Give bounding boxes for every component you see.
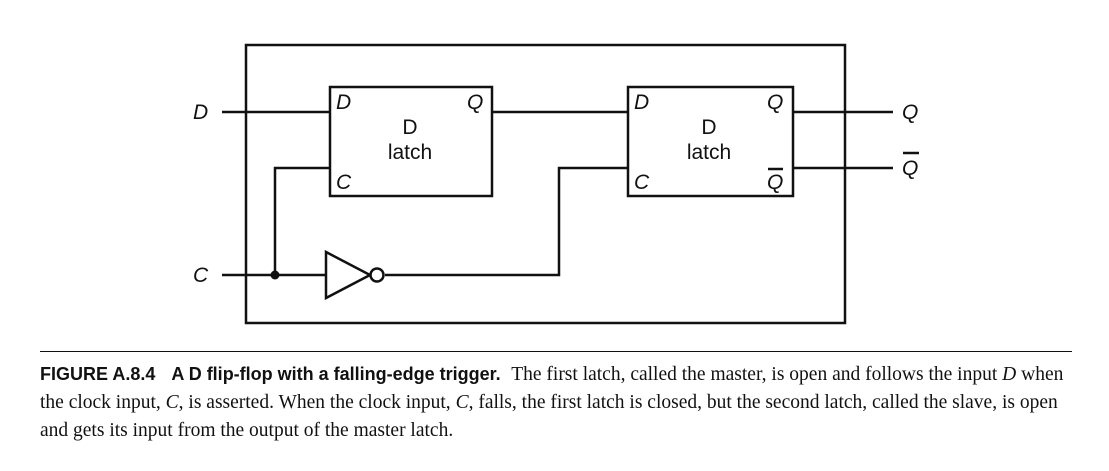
slave-pin-q: Q — [767, 91, 783, 114]
inverter-gate — [324, 249, 385, 301]
inverter-bubble — [369, 267, 385, 283]
master-pin-d: D — [336, 91, 351, 114]
slave-latch: D C Q Q D latch — [626, 85, 795, 198]
master-latch-name-2: latch — [388, 141, 432, 164]
caption-text-4: , falls, the first latch is closed, but … — [40, 392, 1058, 441]
figure-caption: FIGURE A.8.4 A D flip-flop with a falling… — [40, 360, 1080, 445]
slave-pin-d: D — [634, 91, 649, 114]
caption-text-3: , is asserted. When the clock input, — [178, 392, 456, 413]
clock-junction-dot — [270, 270, 280, 280]
slave-pin-c: C — [634, 171, 650, 194]
master-latch: D C Q D latch — [328, 85, 494, 198]
figure-title: A D flip-flop with a falling-edge trigge… — [171, 364, 501, 384]
inverter-triangle — [324, 249, 373, 301]
slave-latch-name-2: latch — [687, 141, 731, 164]
master-pin-q: Q — [467, 91, 483, 114]
slave-latch-box — [626, 85, 795, 198]
master-pin-c: C — [336, 171, 352, 194]
wire-clock-to-master — [222, 166, 330, 277]
master-latch-name-1: D — [402, 116, 417, 139]
input-label-c: C — [193, 264, 209, 287]
caption-var-c-2: C — [455, 392, 469, 413]
caption-var-d: D — [1002, 364, 1017, 385]
caption-var-c-1: C — [165, 392, 179, 413]
slave-pin-q-bar: Q — [767, 171, 783, 194]
output-label-q: Q — [902, 101, 918, 124]
master-latch-box — [328, 85, 494, 198]
slave-latch-name-1: D — [701, 116, 716, 139]
wire-inverter-to-slave — [385, 166, 628, 277]
caption-text-1: The first latch, called the master, is o… — [506, 364, 1003, 385]
figure-number: FIGURE A.8.4 — [40, 364, 156, 384]
output-label-q-bar: Q — [902, 157, 918, 180]
caption-text-2: when the clock input, — [40, 364, 1064, 413]
input-label-d: D — [193, 101, 208, 124]
caption-divider — [40, 351, 1072, 352]
flip-flop-diagram: D C Q D latch D C Q Q D latch D C Q Q — [193, 43, 919, 325]
